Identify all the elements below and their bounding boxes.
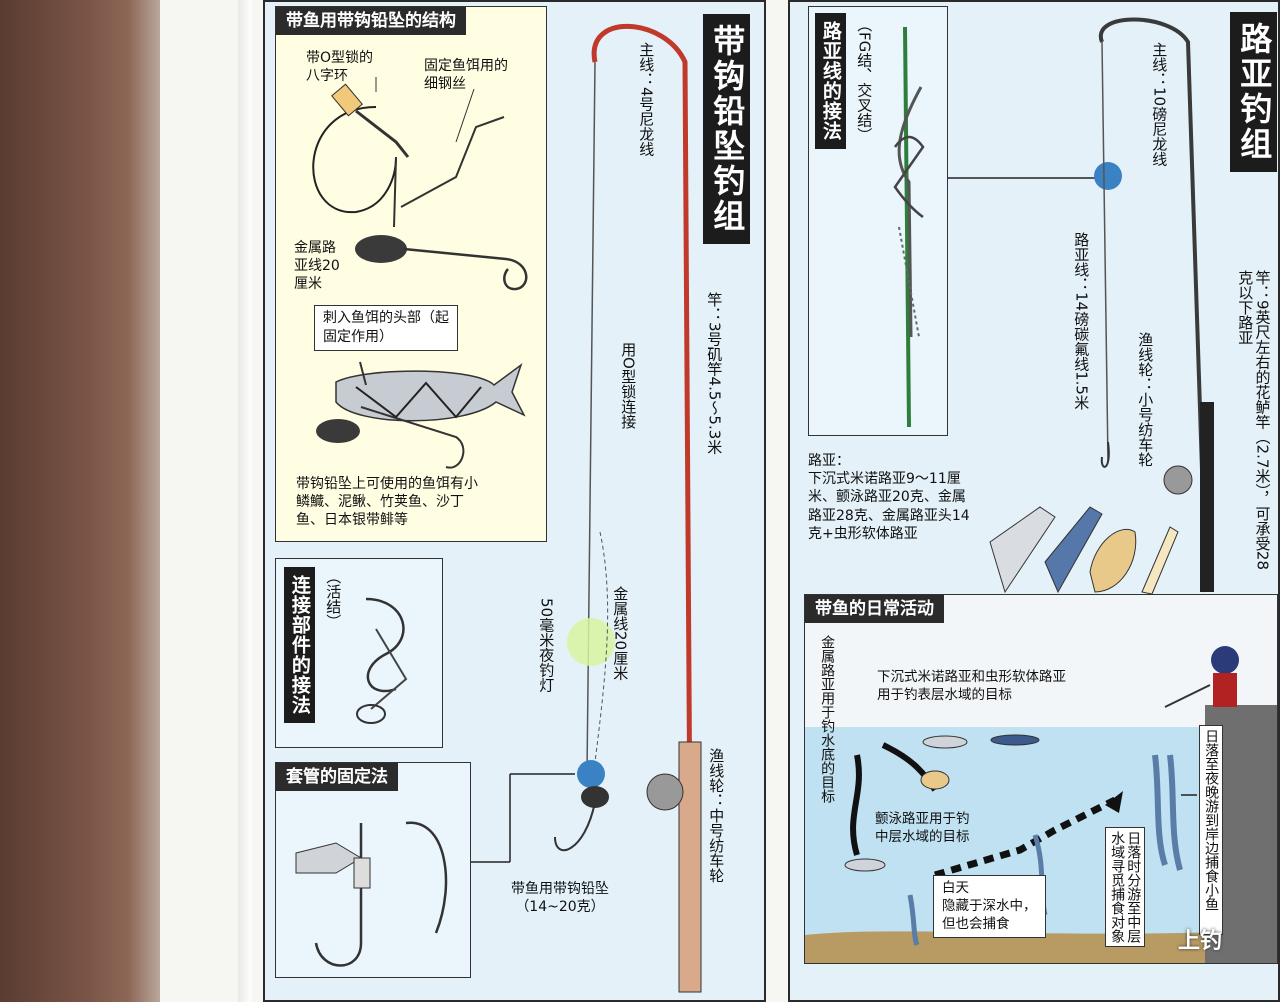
structure-header: 带鱼用带钩铅坠的结构 (276, 7, 466, 35)
sleeve-fix-box: 套管的固定法 (275, 762, 471, 978)
activity-vib-mid: 颤泳路亚用于钓 中层水域的目标 (875, 811, 970, 845)
sinker-structure-drawing (312, 77, 528, 469)
rig-sinker: 带鱼用带钩铅坠 （14~20克） (511, 881, 609, 916)
sleeve-fix-header: 套管的固定法 (276, 763, 398, 791)
right-panel-lure-rig: 路亚线的接法 （FG结、交叉结） 路亚钓组 主线：10磅尼龙线 路亚线：14磅碳… (788, 0, 1280, 1002)
activity-night: 日落至夜晚游到岸边捕食小鱼 (1199, 725, 1224, 935)
rig-reel: 渔线轮：中号纺车轮 (707, 748, 726, 883)
daily-activity-box: 带鱼的日常活动 下沉式米诺路亚和虫形软体路亚 用于钓表层水域的目标 金属路亚用于… (804, 594, 1278, 964)
label-wire: 固定鱼饵用的 细钢丝 (424, 58, 508, 93)
knot-connector (948, 17, 1214, 595)
rig-rod: 竿：3号矶竿4.5～5.3米 (705, 292, 724, 455)
book-spine (0, 0, 160, 1002)
fg-knot-drawing (893, 26, 925, 428)
rig-metal-line: 金属线20厘米 (611, 586, 630, 681)
rig-olock: 用O型锁连接 (619, 342, 638, 429)
lure-main-line: 主线：10磅尼龙线 (1150, 42, 1169, 167)
fg-knot-sub: （FG结、交叉结） (855, 17, 874, 143)
label-swivel: 带O型锁的 八字环 (306, 50, 374, 85)
label-metal-line: 金属路 亚线20 厘米 (294, 240, 340, 293)
left-vertical-title: 带钩铅坠钓组 (703, 14, 751, 244)
rod-rig-drawing (471, 23, 702, 993)
activity-sunset: 日落时分游至中层水域寻觅捕食对象 (1105, 827, 1146, 947)
live-knot-drawing (356, 597, 408, 724)
sleeve-fix-drawing (295, 821, 448, 967)
watermark: 上钓 (1178, 929, 1223, 954)
lure-leader: 路亚线：14磅碳氟线1.5米 (1072, 232, 1091, 410)
activity-metal-bottom: 金属路亚用于钓水底的目标 (819, 635, 836, 803)
connect-parts-title: 连接部件的接法 (284, 567, 315, 723)
activity-sinking: 下沉式米诺路亚和虫形软体路亚 用于钓表层水域的目标 (877, 669, 1066, 703)
bait-note: 带钩铅坠上可使用的鱼饵有小 鳞鱵、泥鳅、竹荚鱼、沙丁 鱼、日本银带鲱等 (296, 476, 478, 529)
fg-knot-box: 路亚线的接法 （FG结、交叉结） (808, 6, 948, 436)
connect-parts-sub: （活结） (324, 569, 343, 629)
rig-main-line: 主线：4号尼龙线 (637, 42, 656, 157)
sinker-structure-box: 带鱼用带钩铅坠的结构 带O型锁的 八字环 固定鱼饵用的 细钢丝 金属路 亚线20… (275, 6, 547, 542)
left-panel-hook-sinker-rig: 带鱼用带钩铅坠的结构 带O型锁的 八字环 固定鱼饵用的 细钢丝 金属路 亚线20… (263, 0, 766, 1002)
lure-list: 路亚： 下沉式米诺路亚9～11厘 米、颤泳路亚20克、金属 路亚28克、金属路亚… (808, 453, 970, 542)
activity-day: 白天 隐藏于深水中， 但也会捕食 (933, 875, 1046, 938)
page-edge (238, 0, 252, 1002)
lure-reel: 渔线轮：小号纺车轮 (1136, 332, 1155, 467)
connect-parts-box: 连接部件的接法 （活结） (275, 558, 443, 748)
lure-rod: 竿：9英尺左右的花鲈竿（2.7米），可承受28克以下路亚 (1236, 270, 1272, 570)
rig-light: 50毫米夜钓灯 (537, 598, 556, 693)
daily-activity-header: 带鱼的日常活动 (805, 595, 944, 623)
fg-knot-title: 路亚线的接法 (815, 13, 846, 149)
label-insert: 刺入鱼饵的头部（起 固定作用） (314, 305, 458, 351)
right-vertical-title: 路亚钓组 (1230, 12, 1278, 172)
